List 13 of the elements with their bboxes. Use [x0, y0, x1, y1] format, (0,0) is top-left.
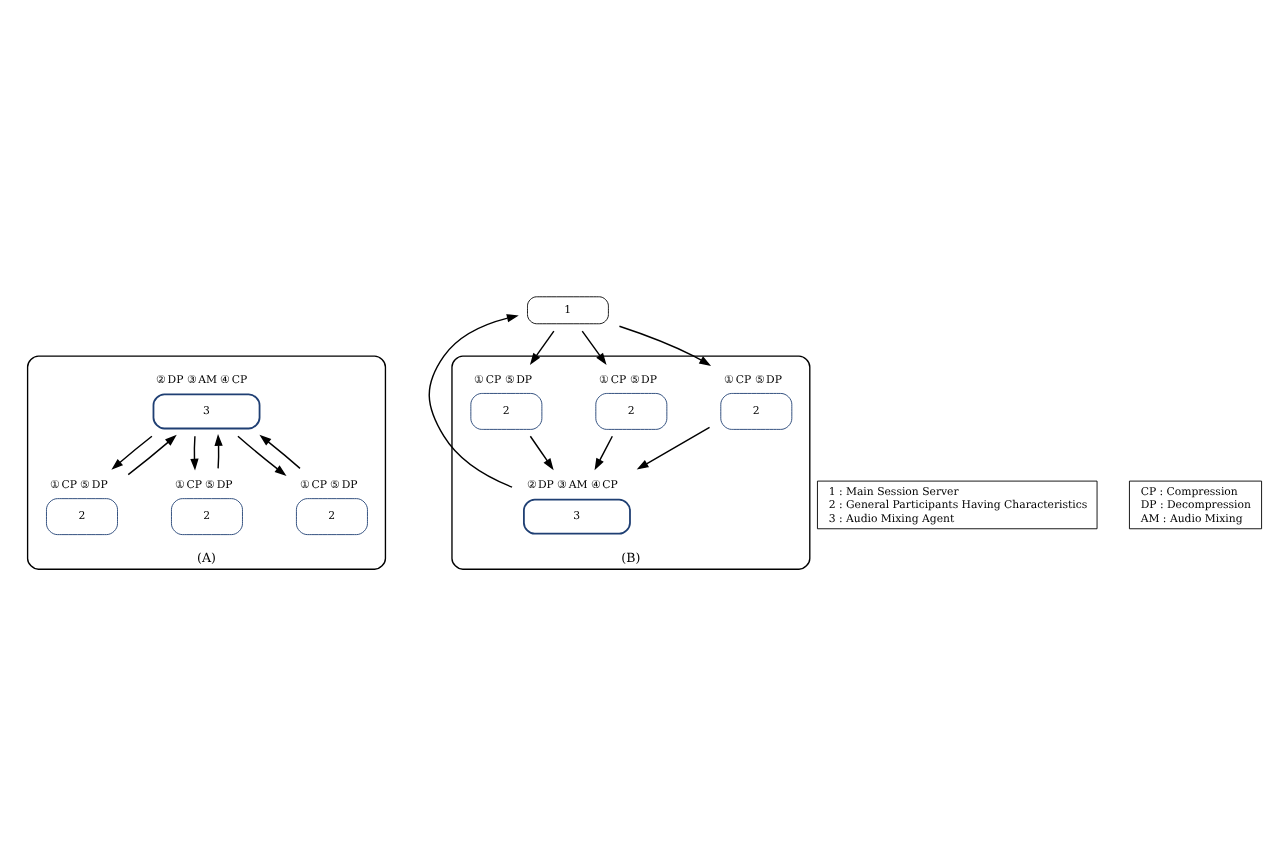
arrow [618, 324, 712, 365]
arrow [529, 434, 554, 470]
arrow [259, 433, 301, 469]
arrow [428, 313, 519, 487]
arrow [636, 425, 711, 469]
arrow [127, 433, 177, 475]
arrow [581, 329, 607, 364]
arrow [237, 434, 287, 475]
arrow [190, 434, 199, 470]
arrow [111, 434, 153, 469]
arrow [529, 329, 555, 364]
arrow [594, 434, 614, 470]
arrow [214, 433, 223, 469]
